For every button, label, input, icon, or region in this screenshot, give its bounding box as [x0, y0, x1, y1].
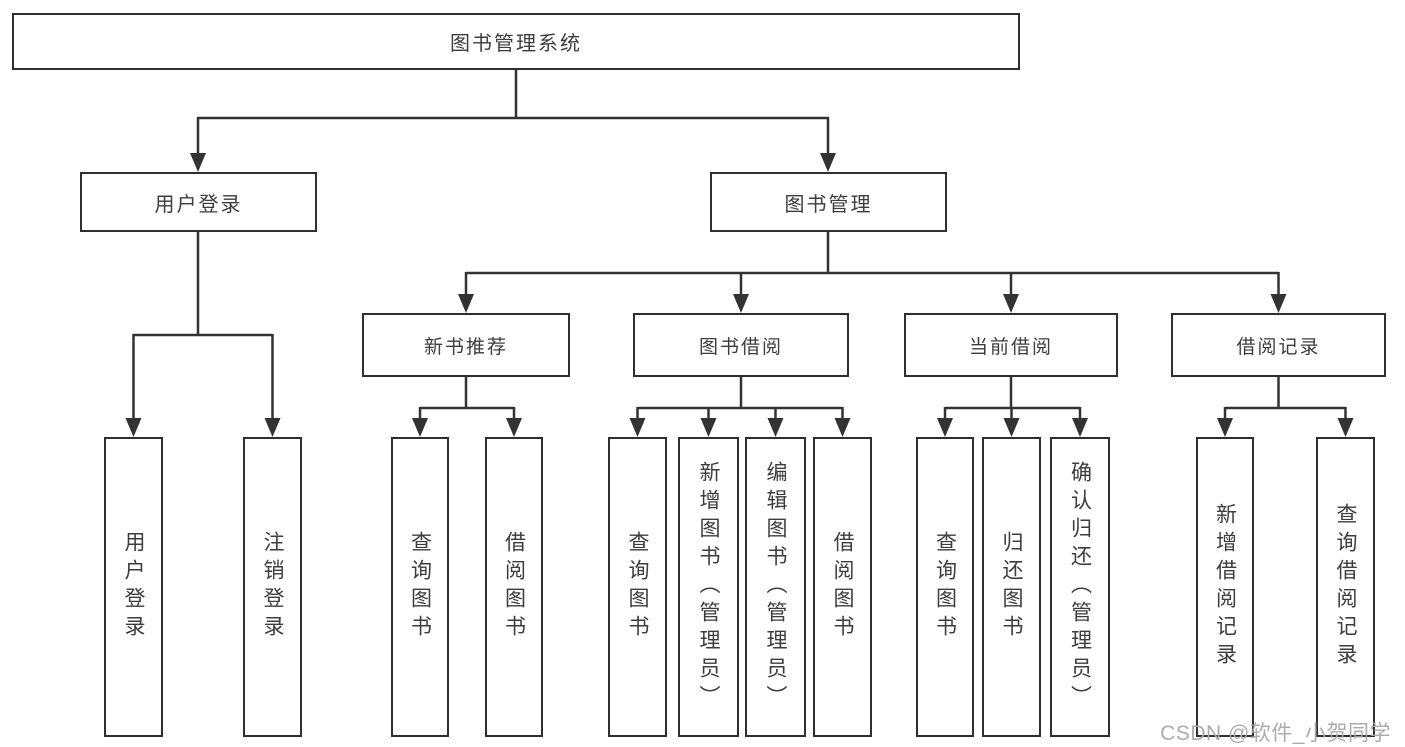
leaf-add-books-admin: 新增图书（管理员）	[678, 437, 739, 737]
leaf-edit-books-admin: 编辑图书（管理员）	[745, 437, 806, 737]
arrow-down-icon	[125, 418, 142, 437]
leaf-query-borrow-record-label: 查询借阅记录	[1334, 503, 1357, 671]
node-new-book-recommend: 新书推荐	[362, 313, 570, 377]
arrow-down-icon	[700, 418, 717, 437]
leaf-logout-label: 注销登录	[261, 531, 284, 643]
leaf-add-borrow-record-label: 新增借阅记录	[1213, 503, 1237, 671]
arrow-down-icon	[458, 294, 474, 313]
leaf-return-books: 归还图书	[982, 437, 1041, 737]
leaf-borrow-books-recommend-label: 借阅图书	[502, 531, 526, 643]
node-borrowing-records-label: 借阅记录	[1236, 336, 1321, 358]
node-current-borrowing-label: 当前借阅	[968, 336, 1053, 358]
arrow-down-icon	[1003, 418, 1020, 437]
node-new-book-recommend-label: 新书推荐	[423, 336, 508, 358]
arrow-down-icon	[264, 418, 281, 437]
leaf-borrow-books: 借阅图书	[813, 437, 872, 737]
node-root-label: 图书管理系统	[450, 33, 582, 55]
leaf-query-books-current: 查询图书	[916, 437, 974, 737]
leaf-query-books-borrowing: 查询图书	[608, 437, 667, 737]
leaf-borrow-books-label: 借阅图书	[831, 531, 854, 643]
leaf-user-login: 用户登录	[104, 437, 163, 737]
node-book-management-label: 图书管理	[784, 193, 873, 216]
watermark-text: CSDN @软件_小贺同学	[1160, 722, 1391, 745]
leaf-add-books-admin-label: 新增图书（管理员）	[697, 461, 720, 713]
arrow-down-icon	[1270, 294, 1287, 313]
arrow-down-icon	[820, 153, 836, 172]
arrow-down-icon	[1217, 418, 1233, 437]
arrow-down-icon	[629, 418, 646, 437]
leaf-query-books-recommend-label: 查询图书	[408, 531, 432, 643]
node-book-borrowing: 图书借阅	[633, 313, 849, 377]
arrow-down-icon	[1003, 294, 1019, 313]
arrow-down-icon	[412, 418, 428, 437]
leaf-return-books-label: 归还图书	[1000, 531, 1023, 643]
arrow-down-icon	[733, 294, 749, 313]
node-current-borrowing: 当前借阅	[904, 313, 1118, 377]
arrow-down-icon	[1337, 418, 1354, 437]
arrow-down-icon	[834, 418, 851, 437]
arrow-down-icon	[190, 153, 206, 172]
leaf-logout: 注销登录	[243, 437, 302, 737]
leaf-query-books-current-label: 查询图书	[933, 531, 957, 643]
node-root-system: 图书管理系统	[12, 13, 1020, 70]
node-book-management: 图书管理	[710, 172, 947, 232]
arrowheads	[125, 153, 1354, 437]
leaf-query-borrow-record: 查询借阅记录	[1316, 437, 1375, 737]
node-user-login-label: 用户登录	[154, 193, 243, 216]
leaf-query-books-borrowing-label: 查询图书	[626, 531, 649, 643]
arrow-down-icon	[937, 418, 953, 437]
node-book-borrowing-label: 图书借阅	[698, 336, 783, 358]
node-borrowing-records: 借阅记录	[1171, 313, 1386, 377]
arrow-down-icon	[1072, 418, 1088, 437]
arrow-down-icon	[767, 418, 784, 437]
leaf-user-login-label: 用户登录	[122, 531, 145, 643]
node-user-login: 用户登录	[80, 172, 317, 232]
leaf-confirm-return-admin: 确认归还（管理员）	[1050, 437, 1110, 737]
leaf-add-borrow-record: 新增借阅记录	[1196, 437, 1254, 737]
leaf-confirm-return-admin-label: 确认归还（管理员）	[1068, 461, 1092, 713]
leaf-borrow-books-recommend: 借阅图书	[485, 437, 543, 737]
leaf-query-books-recommend: 查询图书	[391, 437, 449, 737]
arrow-down-icon	[506, 418, 522, 437]
connector-paths	[132, 70, 1347, 423]
leaf-edit-books-admin-label: 编辑图书（管理员）	[764, 461, 787, 713]
